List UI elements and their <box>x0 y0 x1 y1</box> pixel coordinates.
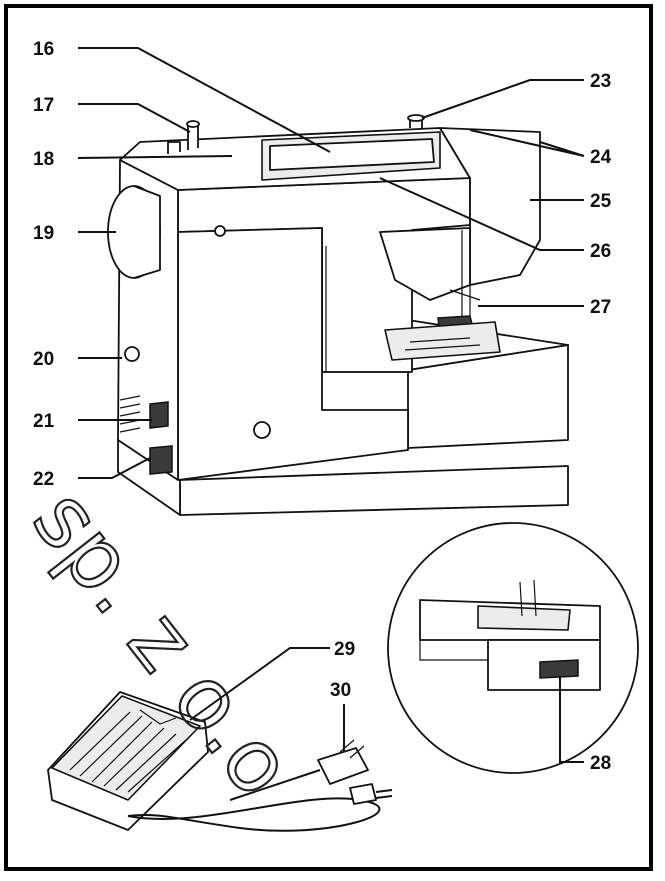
label-28: 28 <box>590 753 611 774</box>
label-25: 25 <box>590 191 612 212</box>
foot-pedal <box>47 691 209 831</box>
label-21: 21 <box>33 411 55 432</box>
label-24: 24 <box>590 147 612 168</box>
label-29: 29 <box>334 639 355 660</box>
part-labels: 16 17 18 19 20 21 22 23 24 25 26 27 28 2… <box>33 39 612 774</box>
sewing-machine <box>107 114 569 516</box>
label-19: 19 <box>33 223 54 244</box>
label-26: 26 <box>590 241 611 262</box>
label-18: 18 <box>33 149 54 170</box>
label-16: 16 <box>33 39 54 60</box>
label-27: 27 <box>590 297 611 318</box>
label-17: 17 <box>33 95 54 116</box>
inset-detail <box>387 522 639 774</box>
label-30: 30 <box>330 680 351 701</box>
label-22: 22 <box>33 469 54 490</box>
power-cord <box>127 739 393 832</box>
label-20: 20 <box>33 349 54 370</box>
leader-lines <box>77 47 585 763</box>
label-23: 23 <box>590 71 611 92</box>
